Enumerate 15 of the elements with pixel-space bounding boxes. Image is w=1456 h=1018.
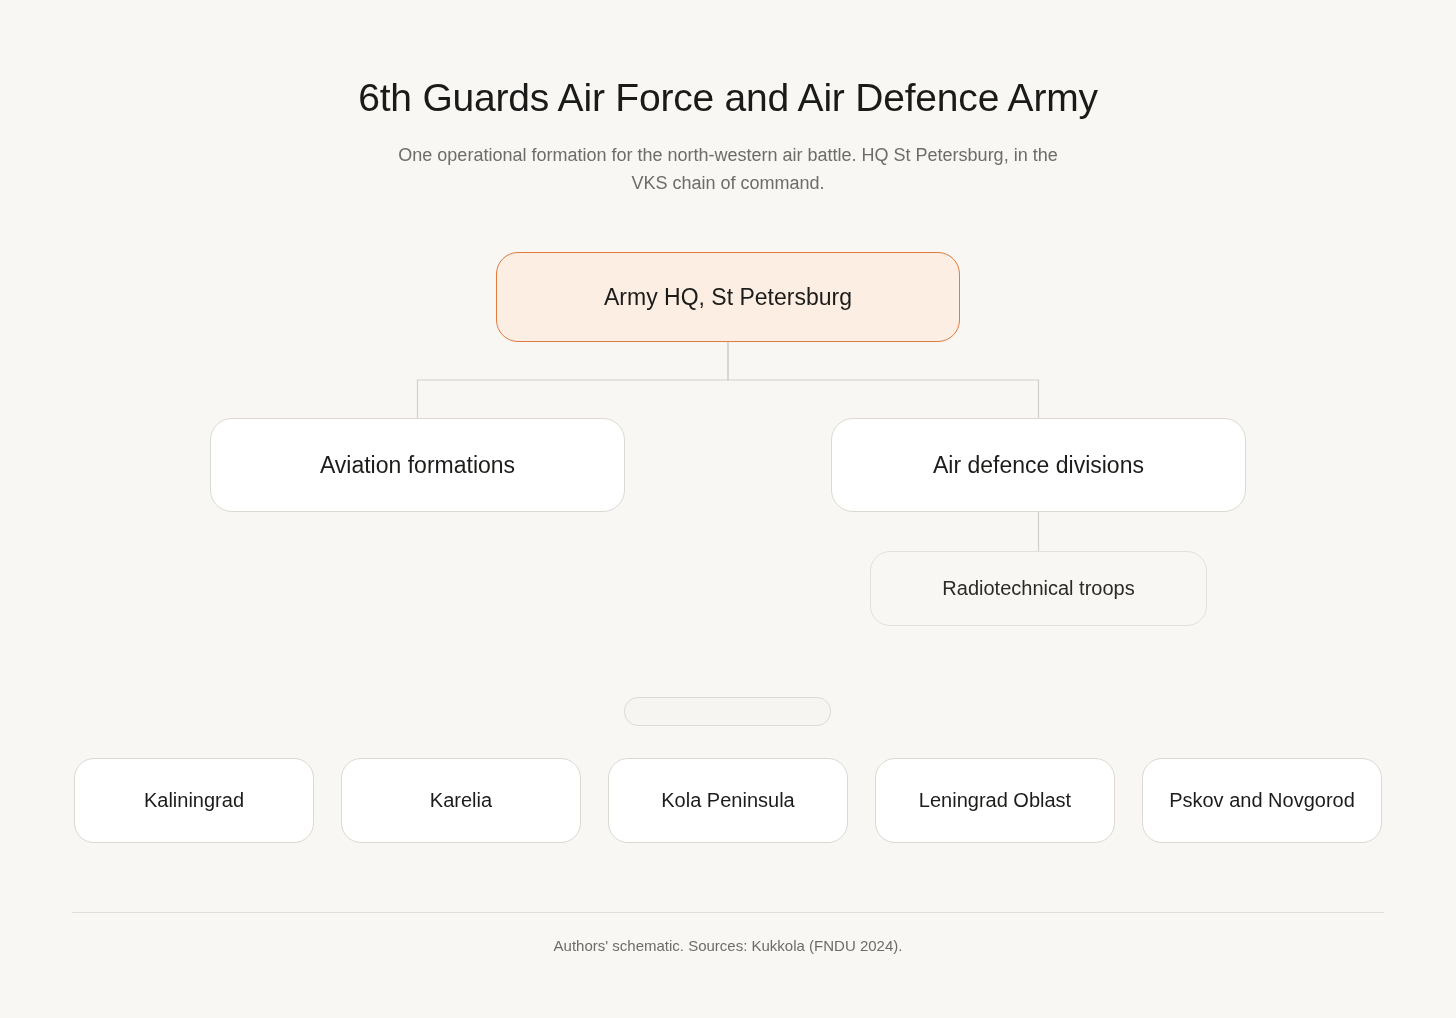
branch-box: Aviation formations	[210, 418, 625, 512]
branch-box: Air defence divisions	[831, 418, 1246, 512]
empty-pill	[624, 697, 831, 726]
subtitle-text: One operational formation for the north-western air battle. HQ St Petersburg, in the VKS chain of command.	[397, 144, 1059, 195]
diagram-title: 6th Guards Air Force and Air Defence Army	[358, 75, 1098, 121]
region-box: Kaliningrad	[74, 758, 314, 843]
region-box: Karelia	[341, 758, 581, 843]
connector-line	[727, 341, 1040, 419]
headquarters-box: Army HQ, St Petersburg	[496, 252, 960, 342]
source-note: Authors' schematic. Sources: Kukkola (FNDU 2024).	[552, 936, 904, 956]
region-box: Kola Peninsula	[608, 758, 848, 843]
sub-unit-box: Radiotechnical troops	[870, 551, 1207, 626]
region-box: Leningrad Oblast	[875, 758, 1115, 843]
region-box: Pskov and Novgorod	[1142, 758, 1382, 843]
connector-line	[1037, 511, 1040, 552]
